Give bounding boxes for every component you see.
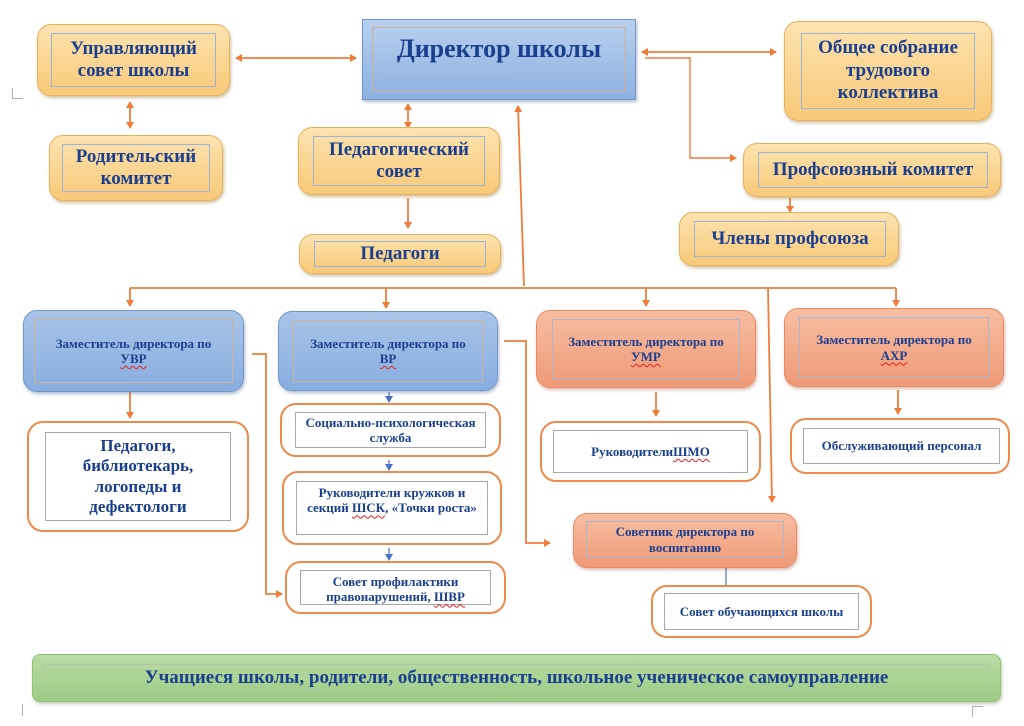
clubs-heads-box: Руководители кружков и секций ШСК, «Точк… (282, 471, 502, 545)
education-advisor-box: Советник директора по воспитанию (573, 513, 797, 568)
page-corner-mark (12, 704, 23, 716)
pedagogical-council-box: Педагогический совет (298, 127, 500, 195)
clubs-heads-text: Руководители кружков и секций (307, 485, 466, 516)
deputy-uvr-prefix: Заместитель директора по (55, 335, 212, 351)
connector-director-union (645, 57, 737, 162)
uvr-staff-label: Педагоги, библиотекарь, логопеды и дефек… (45, 432, 231, 521)
director-box: Директор школы (362, 19, 636, 100)
deputy-ahr-abbr: АХР (880, 347, 908, 363)
deputy-ahr-box: Заместитель директора по АХР (784, 308, 1004, 387)
deputy-uvr-box: Заместитель директора по УВР (23, 310, 244, 392)
connector-vr-advisor (504, 340, 551, 547)
mo-heads-abbr: ШМО (673, 443, 710, 459)
social-psych-service-box: Социально-психологическая служба (280, 403, 501, 457)
teachers-box: Педагоги (299, 234, 501, 274)
deputy-vr-box: Заместитель директора по ВР (278, 311, 498, 391)
pedagogical-council-label: Педагогический совет (313, 136, 485, 186)
governing-council-box: Управляющий совет школы (37, 24, 230, 96)
teachers-label: Педагоги (314, 241, 486, 267)
parent-committee-box: Родительский комитет (49, 135, 223, 201)
deputy-ahr-prefix: Заместитель директора по (816, 332, 972, 348)
trade-union-committee-box: Профсоюзный комитет (743, 143, 1001, 197)
page-corner-mark (12, 88, 23, 99)
deputy-umr-abbr: УМР (631, 349, 661, 364)
prevention-council-box: Совет профилактики правонарушений, ШВР (285, 561, 506, 614)
student-council-label: Совет обучающихся школы (664, 593, 859, 630)
uvr-staff-box: Педагоги, библиотекарь, логопеды и дефек… (27, 421, 249, 532)
union-members-label: Члены профсоюза (694, 221, 886, 257)
service-staff-label: Обслуживающий персонал (803, 428, 1000, 464)
parent-committee-label: Родительский комитет (62, 144, 210, 192)
governing-council-label: Управляющий совет школы (51, 33, 216, 87)
deputy-umr-prefix: Заместитель директора по (568, 333, 724, 349)
connector-bus-director (514, 105, 525, 287)
education-advisor-label: Советник директора по воспитанию (586, 521, 784, 558)
union-members-box: Члены профсоюза (679, 212, 899, 266)
prevention-council-abbr: ШВР (434, 589, 465, 605)
director-label: Директор школы (372, 27, 626, 92)
clubs-heads-suffix: , «Точки роста» (385, 500, 477, 516)
student-council-box: Совет обучающихся школы (651, 585, 872, 638)
social-psych-service-label: Социально-психологическая служба (295, 412, 486, 448)
trade-union-committee-label: Профсоюзный комитет (758, 152, 988, 188)
prevention-council-text: Совет профилактики правонарушений, (326, 574, 459, 605)
deputy-vr-prefix: Заместитель директора по (310, 335, 466, 351)
mo-heads-text: Руководители (591, 443, 674, 459)
clubs-heads-abbr: ШСК (351, 500, 386, 516)
connector-bus-advisor (767, 287, 776, 503)
general-meeting-label: Общее собрание трудового коллектива (801, 33, 975, 109)
bottom-banner: Учащиеся школы, родители, общественность… (32, 654, 1001, 702)
deputy-umr-box: Заместитель директора по УМР (536, 310, 756, 388)
page-corner-mark (972, 706, 983, 717)
general-meeting-box: Общее собрание трудового коллектива (784, 21, 992, 121)
deputy-vr-abbr: ВР (379, 351, 397, 366)
bottom-banner-label: Учащиеся школы, родители, общественность… (44, 664, 989, 692)
service-staff-box: Обслуживающий персонал (790, 418, 1010, 474)
connector-uvr-prevention (252, 353, 283, 598)
mo-heads-box: Руководители ШМО (540, 421, 761, 482)
deputy-uvr-abbr: УВР (120, 351, 147, 366)
